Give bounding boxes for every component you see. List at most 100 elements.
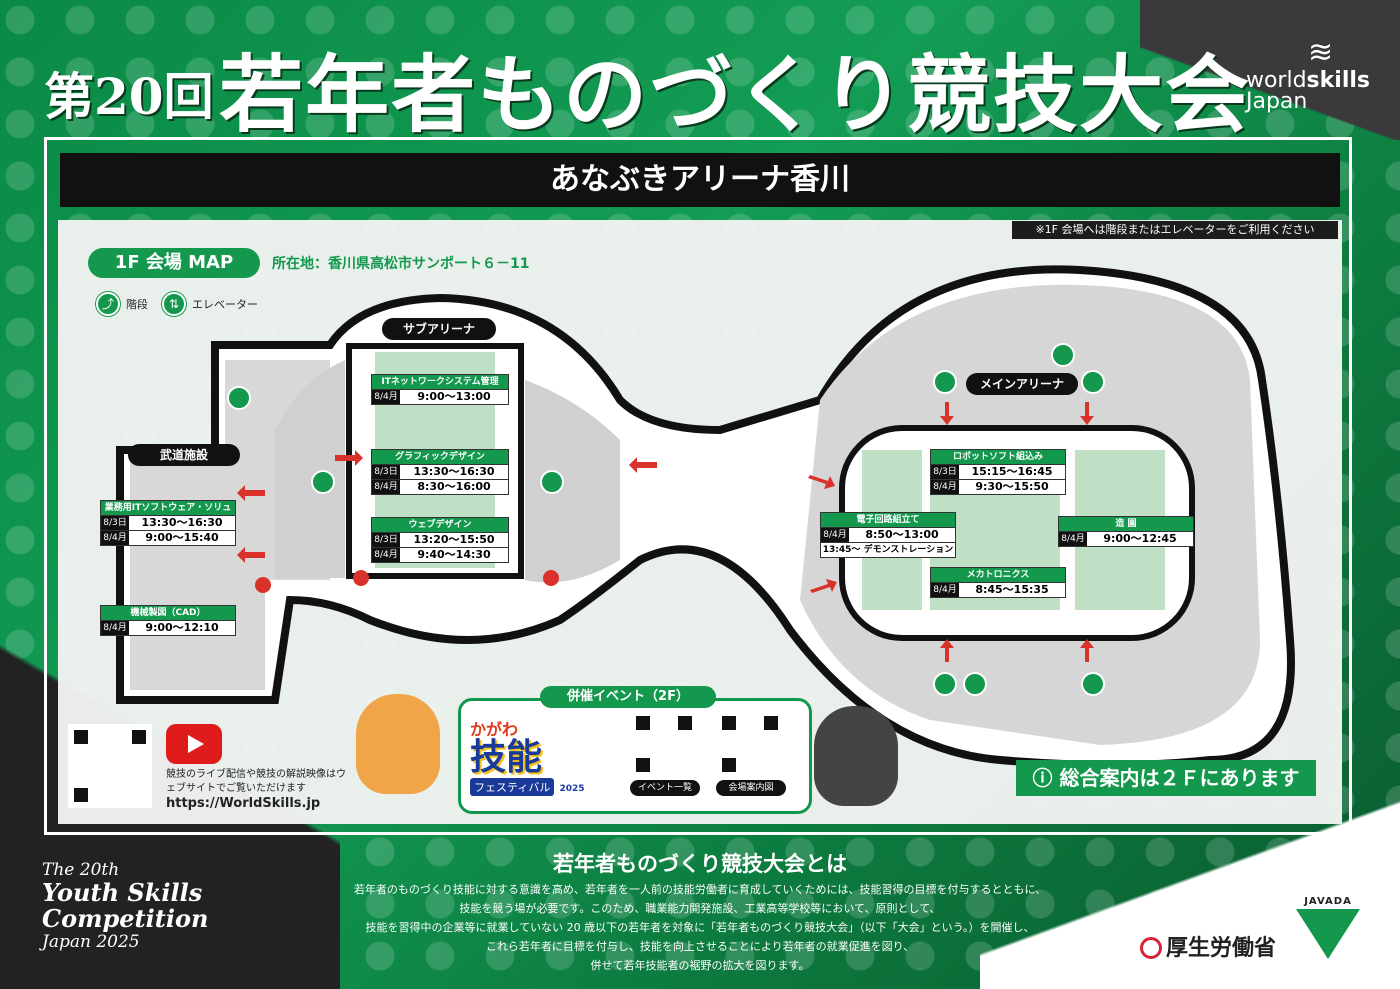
- legend-stairs: ⤴ 階段: [96, 292, 148, 316]
- event-name: 機械製図（CAD）: [101, 606, 235, 620]
- stairs-icon: [1081, 672, 1105, 696]
- about-title: 若年者ものづくり競技大会とは: [553, 852, 847, 876]
- access-note: ※1F 会場へは階段またはエレベーターをご利用ください: [1012, 221, 1338, 239]
- qr-pattern: [74, 730, 146, 802]
- arrow-left-icon: [629, 457, 657, 473]
- event-time: 9:00～13:00: [417, 390, 491, 403]
- event-time: 13:20～15:50: [413, 533, 495, 546]
- website-link[interactable]: https://WorldSkills.jp: [166, 796, 321, 811]
- about-line: これら若年者に目標を付与し、技能を向上させることにより若年者の就業促進を図り、: [485, 940, 915, 953]
- worldskills-logo: ≋ worldskills Japan: [1245, 35, 1370, 115]
- event-name: ロボットソフト組込み: [931, 450, 1065, 464]
- stairs-icon: [933, 370, 957, 394]
- sub-corridor: [275, 360, 345, 578]
- fest-main: 技能: [470, 737, 543, 778]
- qr-events-caption: イベント一覧: [630, 780, 700, 796]
- mascot-shiba-right: [814, 706, 898, 806]
- stairs-icon: [1081, 370, 1105, 394]
- arrow-right-icon: [810, 579, 837, 593]
- english-title: The 20th Youth Skills Competition Japan …: [42, 860, 208, 952]
- event-date: 8/4月: [101, 621, 129, 635]
- flow-arrows: [237, 402, 1094, 662]
- event-name: ウェブデザイン: [372, 518, 508, 532]
- event-date: 8/4月: [821, 528, 849, 542]
- event-row: 8/4月 8:45～15:35: [931, 582, 1065, 597]
- address: 所在地：香川県高松市サンポート６－11: [272, 256, 530, 272]
- mascot-shiba-left: [356, 694, 440, 794]
- qr-code-venue[interactable]: [722, 716, 778, 772]
- mhlw-mark-icon: [1140, 937, 1162, 959]
- legend-stairs-label: 階段: [126, 298, 148, 311]
- sub-right-floor: [525, 380, 620, 583]
- event-mechatronics: メカトロニクス 8/4月 8:45～15:35: [930, 567, 1066, 598]
- arrow-right-icon: [335, 450, 363, 466]
- event-date: 8/3日: [101, 516, 129, 530]
- festival-logo: かがわ 技能 フェスティバル 2025: [470, 716, 618, 796]
- event-demo: 13:45～ デモンストレーション: [822, 545, 954, 555]
- mhlw-logo: 厚生労働省: [1140, 930, 1276, 962]
- event-date: 8/4月: [101, 531, 129, 545]
- event-time: 8:50～13:00: [865, 528, 939, 541]
- event-row: 8/4月 9:00～13:00: [372, 389, 508, 404]
- qr-code-events[interactable]: [636, 716, 692, 772]
- event-time: 9:40～14:30: [417, 548, 491, 561]
- mhlw-text: 厚生労働省: [1166, 936, 1277, 961]
- event-date: 8/3日: [372, 533, 400, 547]
- event-row: 13:45～ デモンストレーション: [821, 542, 955, 557]
- event-date: 8/4月: [931, 480, 959, 494]
- elevator-icon: [227, 386, 251, 410]
- about-line: 技能を競う場が必要です。このため、職業能力開発施設、工業高等学校等において、原則…: [459, 902, 941, 915]
- elevator-icon: ⇅: [162, 292, 186, 316]
- title-prefix: 第20回: [44, 67, 214, 126]
- stairs-icon: [311, 470, 335, 494]
- qr-code-website[interactable]: [68, 724, 152, 808]
- event-time: 8:45～15:35: [975, 583, 1049, 596]
- stairs-icon: ⤴: [96, 292, 120, 316]
- logo-skills: skills: [1306, 68, 1370, 93]
- no-entry-icon: [543, 570, 559, 586]
- event-name: 電子回路組立て: [821, 513, 955, 527]
- no-entry-icon: [353, 570, 369, 586]
- about-line: 併せて若年技能者の裾野の拡大を図ります。: [590, 959, 810, 972]
- fest-top: かがわ: [470, 720, 519, 739]
- worldskills-mark-icon: ≋: [1307, 35, 1334, 70]
- event-row: 8/4月 8:50～13:00: [821, 527, 955, 542]
- no-entry-icons: [255, 570, 559, 593]
- event-row: 8/3日 13:20～15:50: [372, 532, 508, 547]
- info-desk-banner: ⓘ 総合案内は２Ｆにあります: [1016, 760, 1316, 796]
- event-date: 8/4月: [372, 390, 400, 404]
- event-electronics: 電子回路組立て 8/4月 8:50～13:00 13:45～ デモンストレーション: [820, 512, 956, 558]
- logo-world: world: [1245, 68, 1307, 93]
- arrow-left-icon: [237, 485, 265, 501]
- qr-pattern: [636, 716, 692, 772]
- area-label-budo: 武道施設: [128, 444, 240, 466]
- english-line2: Youth Skills: [42, 878, 203, 907]
- event-time: 9:00～15:40: [145, 531, 219, 544]
- event-time: 15:15～16:45: [971, 465, 1053, 478]
- page-title: 第20回 若年者ものづくり競技大会: [44, 28, 1251, 149]
- stair-elevator-icons: [227, 343, 1105, 696]
- english-line1: The 20th: [42, 860, 120, 880]
- info-text: 総合案内は２Ｆにあります: [1059, 766, 1300, 790]
- no-entry-icon: [255, 577, 271, 593]
- event-name: メカトロニクス: [931, 568, 1065, 582]
- arrow-right-icon: [808, 475, 835, 489]
- stairs-icon: [933, 672, 957, 696]
- event-date: 8/4月: [931, 583, 959, 597]
- youtube-icon[interactable]: [166, 724, 222, 764]
- event-date: 8/3日: [372, 465, 400, 479]
- english-line4: Japan 2025: [42, 932, 140, 952]
